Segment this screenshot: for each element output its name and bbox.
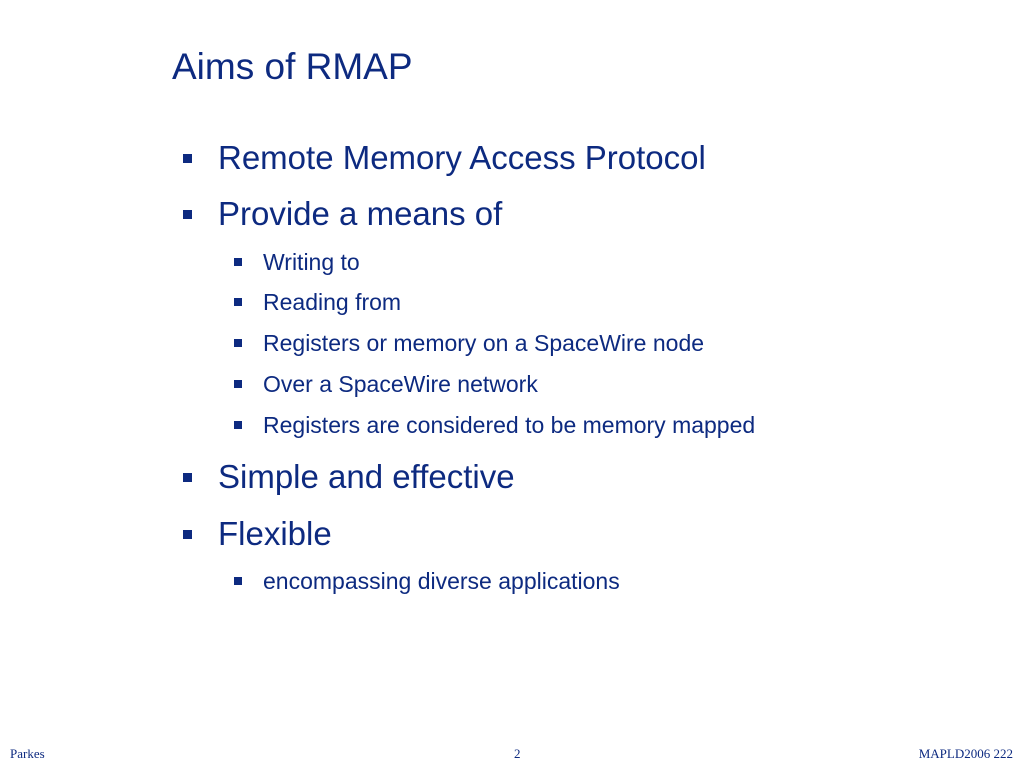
bullet-item: Remote Memory Access Protocol bbox=[183, 138, 706, 178]
square-bullet-icon bbox=[183, 472, 192, 482]
sub-bullet-item: Reading from bbox=[234, 287, 401, 317]
sub-bullet-item: Registers are considered to be memory ma… bbox=[234, 410, 755, 440]
bullet-item: Simple and effective bbox=[183, 457, 515, 497]
bullet-item: Flexible bbox=[183, 514, 332, 554]
square-bullet-icon bbox=[234, 577, 242, 585]
footer-page-number: 2 bbox=[514, 746, 521, 761]
sub-bullet-text: Registers or memory on a SpaceWire node bbox=[263, 329, 705, 356]
square-bullet-icon bbox=[234, 258, 242, 266]
square-bullet-icon bbox=[234, 298, 242, 306]
sub-bullet-text: Reading from bbox=[263, 288, 402, 315]
bullet-text: Provide a means of bbox=[218, 195, 503, 232]
sub-bullet-text: Over a SpaceWire network bbox=[263, 370, 538, 397]
bullet-text: Flexible bbox=[218, 515, 332, 552]
bullet-text: Remote Memory Access Protocol bbox=[218, 139, 706, 176]
square-bullet-icon bbox=[183, 153, 192, 163]
sub-bullet-item: Over a SpaceWire network bbox=[234, 369, 538, 399]
bullet-item: Provide a means of bbox=[183, 194, 502, 234]
sub-bullet-item: encompassing diverse applications bbox=[234, 566, 620, 596]
sub-bullet-text: encompassing diverse applications bbox=[263, 567, 620, 594]
footer-event: MAPLD2006 222 bbox=[918, 746, 1013, 761]
square-bullet-icon bbox=[234, 380, 242, 388]
square-bullet-icon bbox=[183, 209, 192, 219]
sub-bullet-item: Registers or memory on a SpaceWire node bbox=[234, 328, 704, 358]
sub-bullet-item: Writing to bbox=[234, 247, 360, 277]
square-bullet-icon bbox=[234, 339, 242, 347]
sub-bullet-text: Writing to bbox=[263, 248, 360, 275]
bullet-text: Simple and effective bbox=[218, 458, 515, 495]
square-bullet-icon bbox=[183, 529, 192, 539]
square-bullet-icon bbox=[234, 421, 242, 429]
slide-title: Aims of RMAP bbox=[172, 46, 413, 87]
footer-author: Parkes bbox=[10, 746, 45, 761]
sub-bullet-text: Registers are considered to be memory ma… bbox=[263, 411, 756, 438]
